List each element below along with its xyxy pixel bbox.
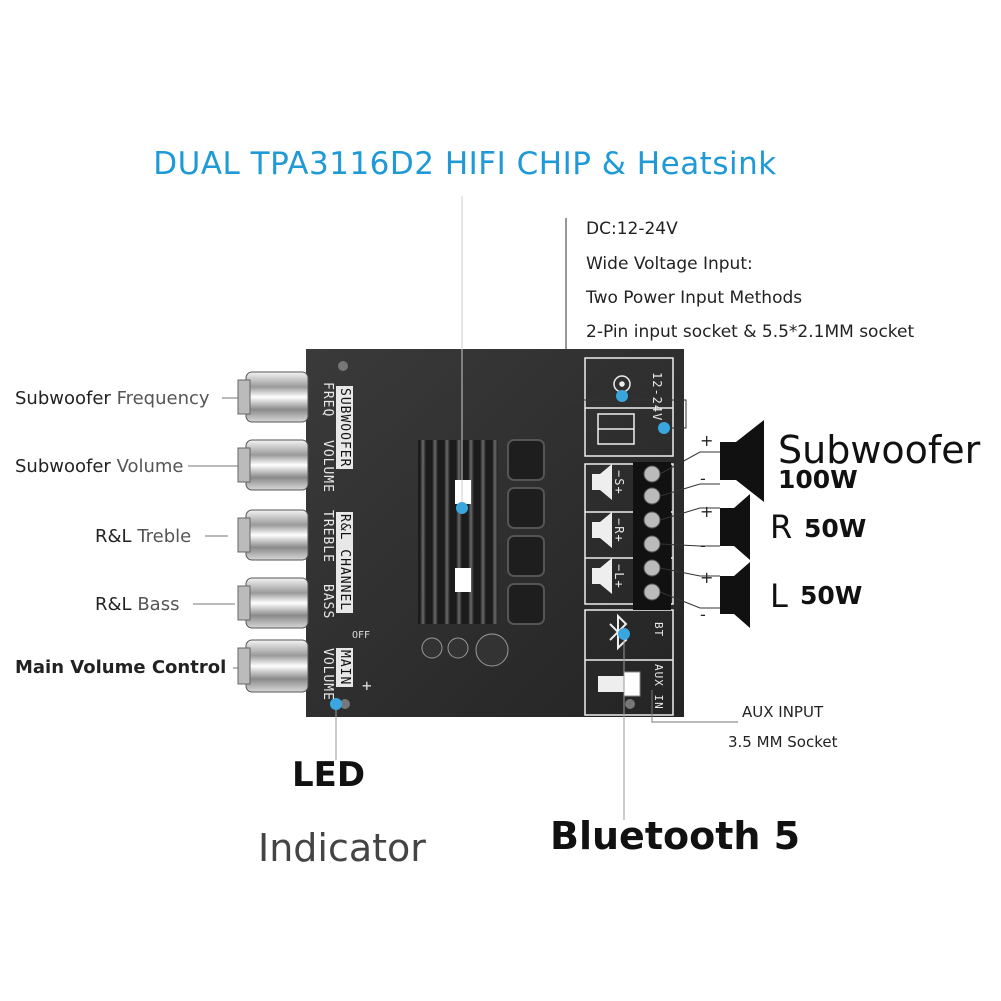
speaker-sub-watts: 100W [778,465,858,494]
svg-text:-: - [700,469,706,488]
title: DUAL TPA3116D2 HIFI CHIP & Heatsink [153,146,777,182]
pcb-off: OFF [352,630,371,641]
speaker-left-name: L [770,577,788,615]
pcb-subwoofer-box: SUBWOOFER [336,386,353,470]
speaker-left-watts: 50W [800,581,863,610]
external-speakers [720,420,764,628]
screw-bottom-left [340,699,350,709]
pcb-bass: BASS [320,584,335,620]
pcb-sub-terminal: −S+ [612,470,626,495]
svg-text:+: + [700,502,713,521]
terminal-block [633,462,671,610]
svg-text:+: + [700,568,713,587]
pcb-plus: + [362,676,372,695]
polarity-marks: + - + - + - [700,431,713,624]
power-sockets: 2-Pin input socket & 5.5*2.1MM socket [586,322,915,342]
bluetooth-label: Bluetooth 5 [550,814,801,858]
power-dc-rating: DC:12-24V [586,219,678,239]
knob-label-bass: R&L Bass [95,594,180,615]
pcb-volume: VOLUME [320,440,335,493]
knob-label-sub-volume: Subwoofer Volume [15,456,184,477]
speaker-right-watts: 50W [804,514,867,543]
knob-label-main-volume: Main Volume Control [15,657,227,678]
svg-text:-: - [700,536,706,555]
pcb-main-box: MAIN [336,648,353,688]
aux-socket-label: 3.5 MM Socket [728,733,838,751]
power-wide-voltage: Wide Voltage Input: [586,254,753,274]
knob-leader-lines [188,397,245,669]
right-panel [584,357,674,716]
screw-bottom-right [625,699,635,709]
capacitors [421,633,509,667]
led-label: LED [292,755,366,795]
svg-text:-: - [700,605,706,624]
highlight-dots [330,390,670,710]
dc-jack-icon [597,375,635,445]
pcb-main-volume: VOLUME [320,648,335,701]
aux-jack-icon [598,671,641,697]
indicator-label: Indicator [258,826,426,870]
pcb-right-terminal: −R+ [612,518,626,543]
pcb-rl-channel-box: R&L CHANNEL [336,512,353,614]
knob-label-sub-frequency: Subwoofer Frequency [15,388,210,409]
svg-text:+: + [700,431,713,450]
pcb-left-terminal: −L+ [612,564,626,589]
board-speaker-icons [592,464,612,594]
inductors [507,439,545,625]
pcb-dc-text: 12-24V [650,372,664,422]
pcb-freq: FREQ [320,382,335,418]
aux-input-label: AUX INPUT [742,703,824,721]
knob-label-treble: R&L Treble [95,526,192,547]
screw-top-left [338,361,348,371]
power-methods: Two Power Input Methods [586,288,803,308]
heatsink [418,440,498,624]
speaker-sub-name: Subwoofer [778,428,981,472]
aux-leader-line [651,690,738,723]
speaker-right-name: R [770,508,793,546]
knobs [237,371,309,693]
power-leader-lines [565,218,687,429]
pcb-treble: TREBLE [320,510,335,563]
speaker-wires [659,451,720,609]
pcb-aux: AUX IN [652,664,665,710]
pcb-bt: BT [652,622,665,638]
